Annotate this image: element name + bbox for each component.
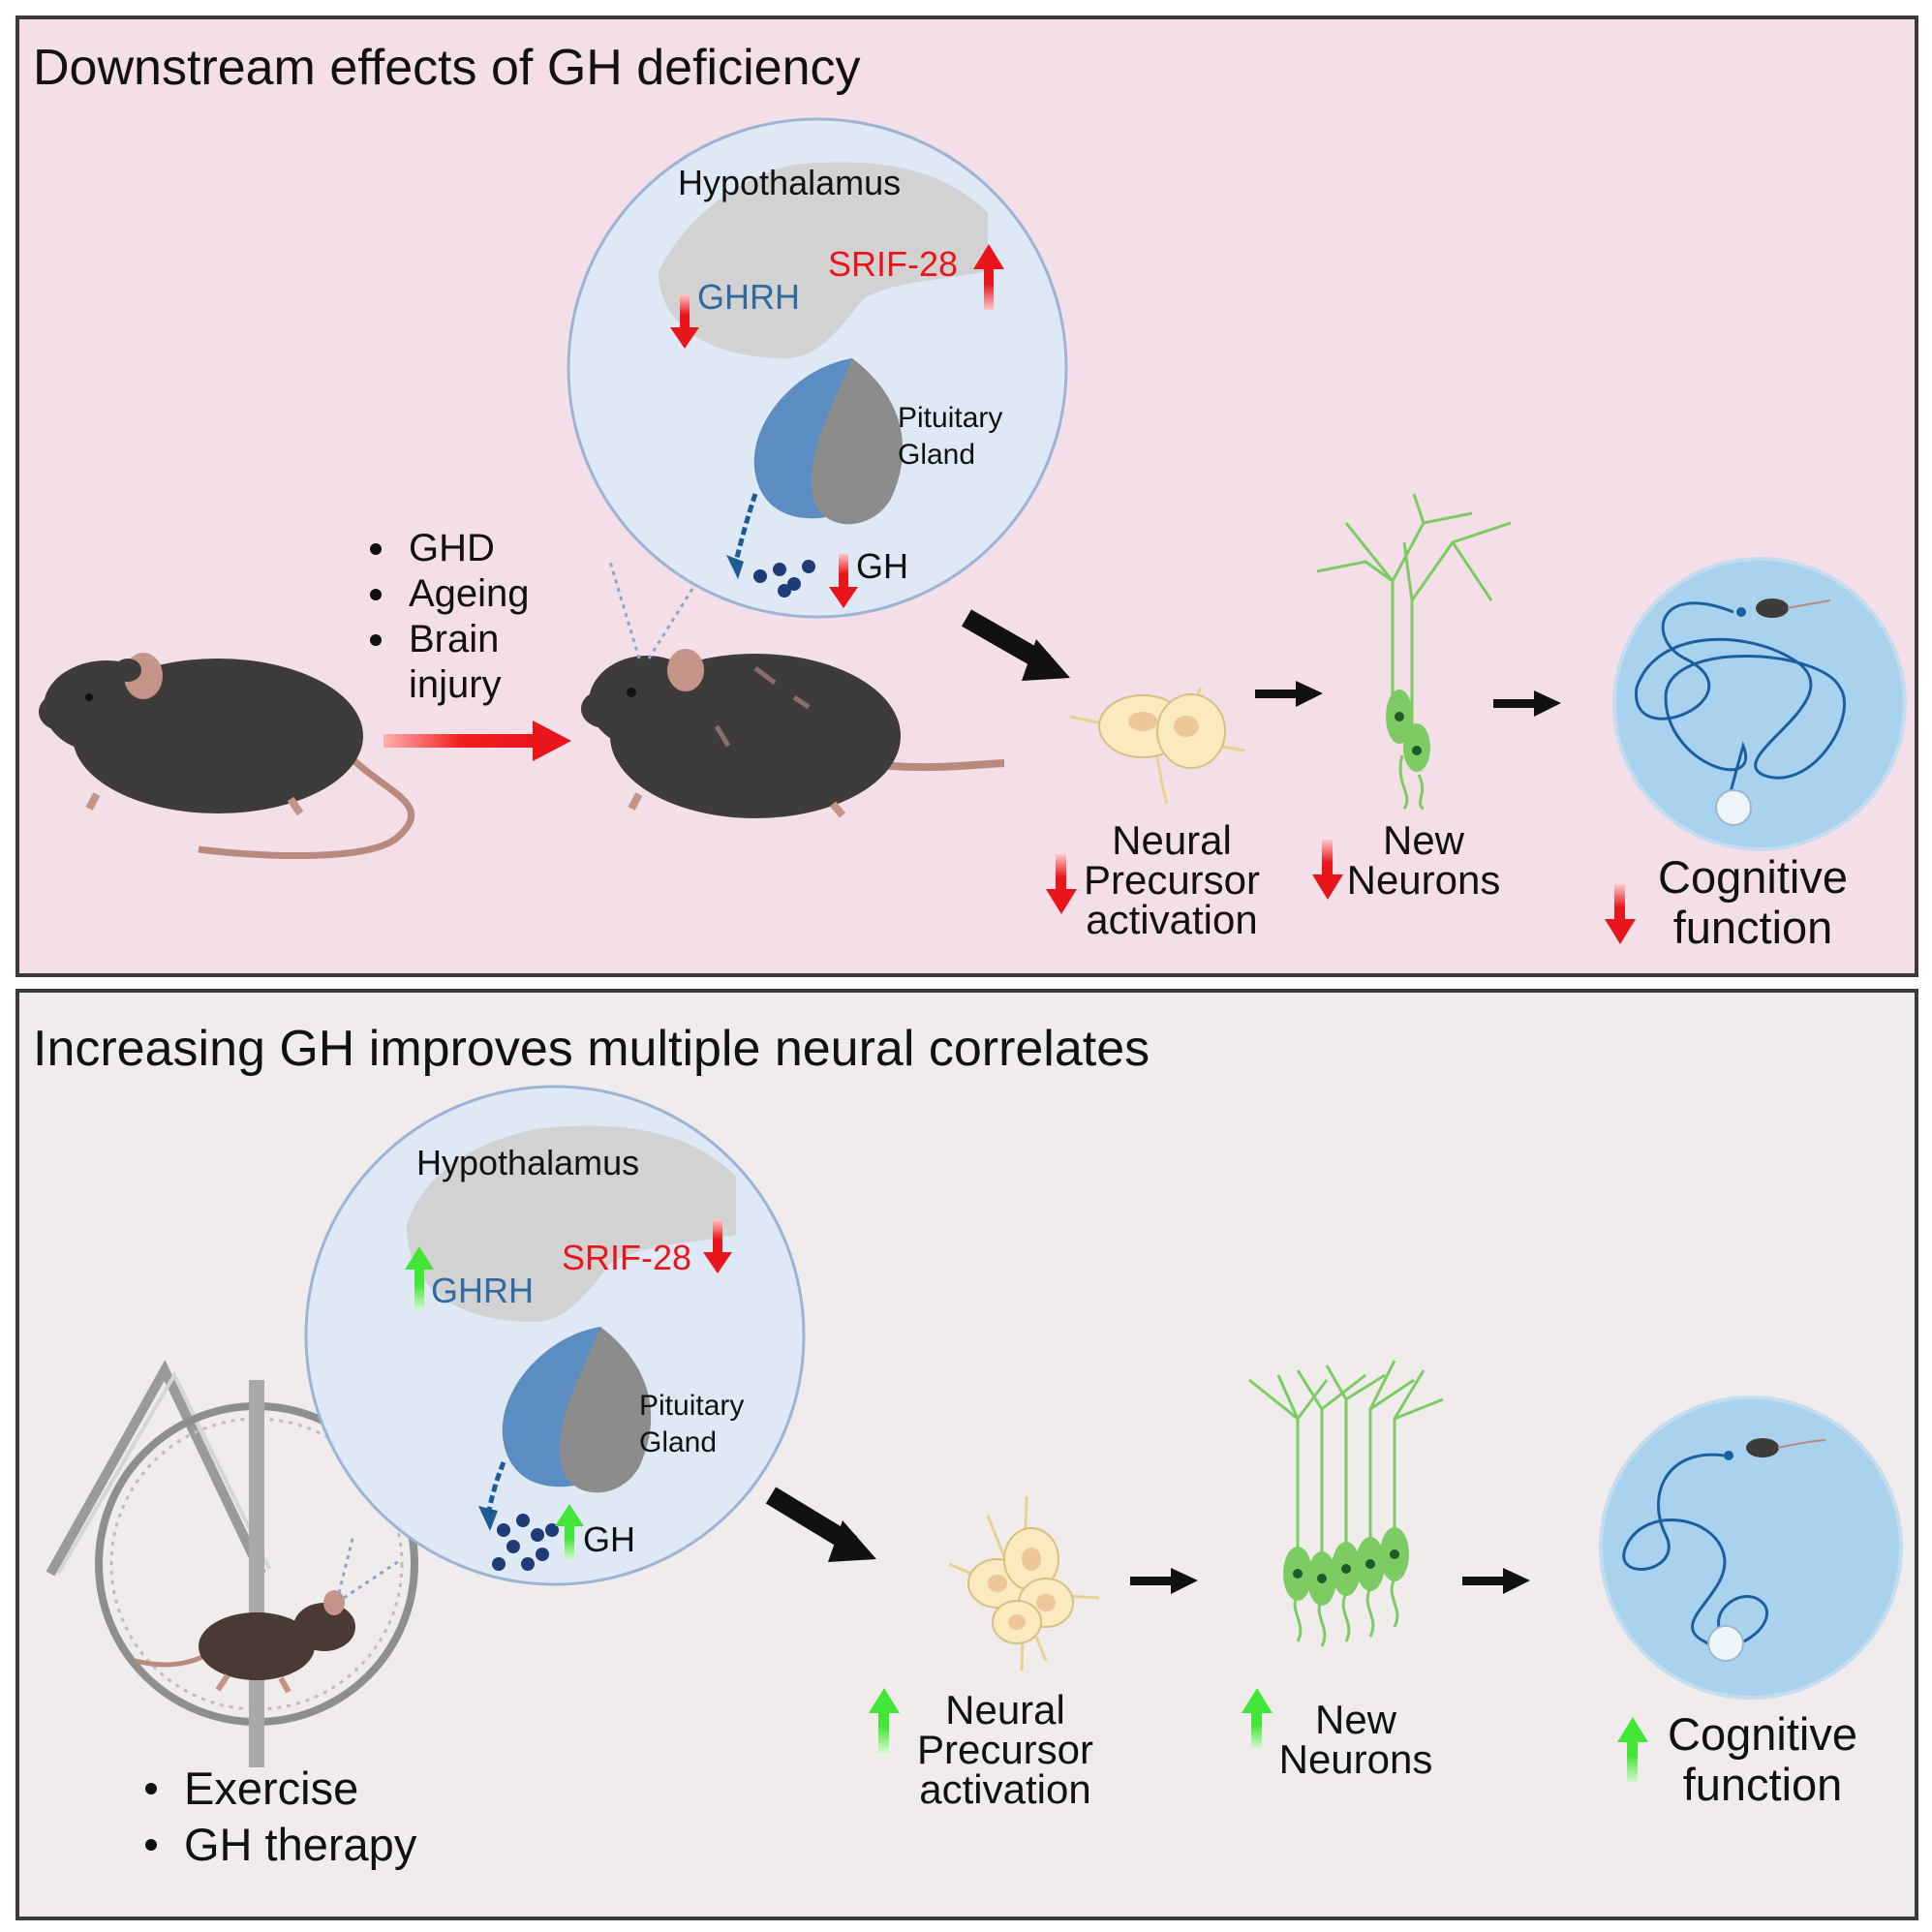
gland-label-line: Gland (639, 1426, 718, 1458)
neural-up-arrow-icon (869, 1688, 900, 1753)
hypothalamus-zoom-circle (567, 117, 1068, 619)
affected-mouse-icon (581, 649, 1005, 818)
ghrh-down-arrow-icon (670, 294, 699, 349)
new-neurons-label: New Neurons (1336, 817, 1511, 903)
neural-precursor-label: Neural Precursor activation (908, 1687, 1102, 1812)
new-line: New (1314, 1697, 1397, 1742)
srif-label: SRIF-28 (828, 244, 959, 284)
top-panel-figure (39, 117, 1907, 944)
new-neurons-bodies (1283, 1527, 1409, 1606)
cognitive-up-arrow-icon (1617, 1717, 1648, 1782)
hypothalamus-label: Hypothalamus (678, 163, 902, 202)
ghrh-label: GHRH (431, 1271, 534, 1310)
gh-label: GH (583, 1519, 635, 1559)
new-neurons-label: New Neurons (1269, 1697, 1443, 1782)
new-line: New (1382, 817, 1465, 863)
hypothalamus-label: Hypothalamus (416, 1143, 640, 1182)
flow-arrow-2 (1130, 1568, 1198, 1594)
activation-line: activation (1086, 897, 1258, 942)
bottom-panel: Increasing GH improves multiple neural c… (15, 989, 1918, 1920)
pituitary-label: Pituitary Gland (639, 1388, 744, 1461)
neural-precursor-cells-icon (1069, 687, 1245, 805)
cause-item: Ageing (362, 571, 530, 617)
flow-arrow-3 (1493, 690, 1561, 717)
water-maze-icon (1599, 1395, 1903, 1700)
pituitary-label-line: Pituitary (898, 402, 1003, 434)
activation-line: activation (919, 1766, 1091, 1812)
gland-label-line: Gland (898, 439, 976, 471)
top-panel-title: Downstream effects of GH deficiency (33, 40, 861, 96)
new-neurons-icon (1316, 493, 1512, 811)
zoom-guide-lines (337, 1534, 403, 1600)
neurons-up-arrow-icon (1242, 1688, 1273, 1748)
srif-label: SRIF-28 (562, 1238, 692, 1277)
cognitive-function-label: Cognitive function (1656, 1709, 1869, 1810)
neural-precursor-label: Neural Precursor activation (1075, 817, 1269, 942)
neural-down-arrow-icon (1046, 854, 1077, 914)
intervention-item: Exercise (138, 1761, 416, 1817)
gh-label: GH (856, 546, 908, 586)
flow-arrow-2 (1255, 681, 1323, 707)
top-panel: Downstream effects of GH deficiency (15, 15, 1918, 977)
intervention-list: Exercise GH therapy (138, 1761, 416, 1873)
gh-down-arrow-icon (829, 554, 858, 608)
pituitary-label-line: Pituitary (639, 1390, 745, 1422)
running-mouse-icon (135, 1590, 355, 1694)
cognitive-line: Cognitive (1668, 1708, 1857, 1760)
flow-arrow-1 (962, 609, 1070, 681)
cognitive-function-label: Cognitive function (1646, 852, 1859, 953)
cause-arrow (383, 721, 571, 761)
neural-precursor-cells-icon (948, 1495, 1100, 1671)
new-neurons-icon (1248, 1360, 1444, 1647)
ghrh-label: GHRH (697, 277, 800, 317)
neurons-line: Neurons (1278, 1736, 1433, 1782)
precursor-line: Precursor (916, 1727, 1094, 1772)
srif-up-arrow-icon (973, 244, 1004, 310)
bottom-panel-title: Increasing GH improves multiple neural c… (33, 1021, 1150, 1077)
cause-list: GHD Ageing Brain injury (362, 526, 530, 708)
neurons-down-arrow-icon (1312, 840, 1343, 900)
cognitive-down-arrow-icon (1605, 884, 1636, 944)
pituitary-label: Pituitary Gland (898, 400, 1002, 474)
hypothalamus-zoom-circle (304, 1085, 806, 1586)
bottom-panel-figure (46, 1085, 1903, 1782)
intervention-item: GH therapy (138, 1817, 416, 1873)
flow-arrow-3 (1462, 1568, 1530, 1594)
neurons-line: Neurons (1346, 857, 1501, 903)
neural-line: Neural (945, 1687, 1065, 1733)
water-maze-icon (1612, 557, 1907, 851)
zoom-guide-lines (608, 561, 699, 659)
cognitive-line: Cognitive (1658, 851, 1848, 903)
cause-item: GHD (362, 526, 530, 571)
function-line: function (1672, 902, 1833, 953)
flow-arrow-1 (765, 1487, 876, 1562)
ghrh-up-arrow-icon (405, 1246, 434, 1310)
healthy-mouse-icon (39, 653, 415, 859)
srif-down-arrow-icon (703, 1219, 732, 1273)
new-neurons-bodies (1386, 690, 1430, 772)
cause-item: Brain injury (362, 617, 515, 708)
neural-line: Neural (1112, 817, 1232, 863)
precursor-line: Precursor (1083, 857, 1261, 903)
function-line: function (1682, 1759, 1843, 1810)
gh-up-arrow-icon (555, 1504, 584, 1560)
